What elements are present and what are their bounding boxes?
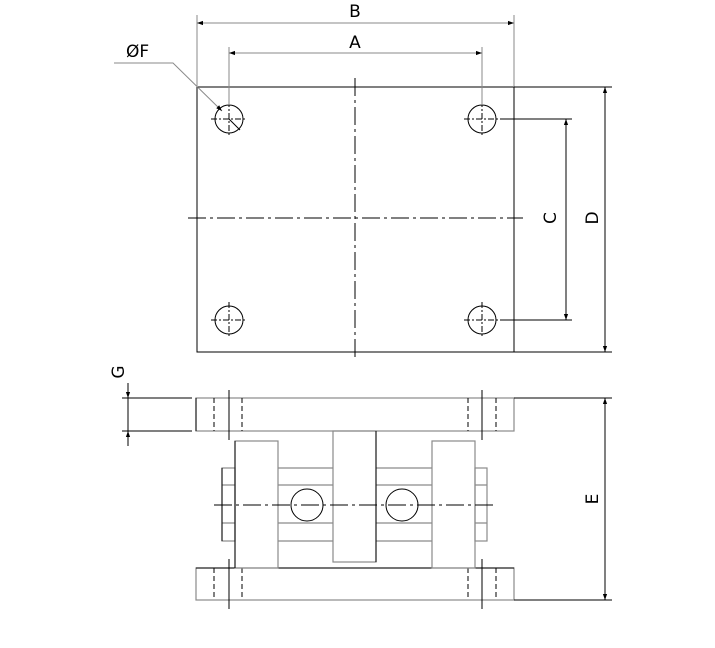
dimension-g: G	[109, 365, 192, 446]
label-a: A	[349, 33, 361, 53]
dimension-c: C	[500, 118, 572, 321]
front-view	[195, 390, 515, 609]
dimension-d: D	[514, 86, 612, 353]
dimension-e: E	[514, 397, 612, 601]
center-block	[332, 430, 377, 563]
top-view	[188, 78, 523, 360]
top-plate	[195, 397, 515, 432]
label-e: E	[583, 494, 603, 505]
label-g: G	[109, 365, 129, 378]
dimension-f-leader: ØF	[114, 42, 241, 131]
dimension-a: A	[228, 33, 483, 105]
label-c: C	[541, 212, 561, 224]
label-f: ØF	[126, 42, 149, 62]
label-b: B	[349, 2, 361, 22]
dimension-b: B	[196, 2, 515, 87]
label-d: D	[583, 211, 603, 224]
bottom-plate	[195, 567, 515, 601]
